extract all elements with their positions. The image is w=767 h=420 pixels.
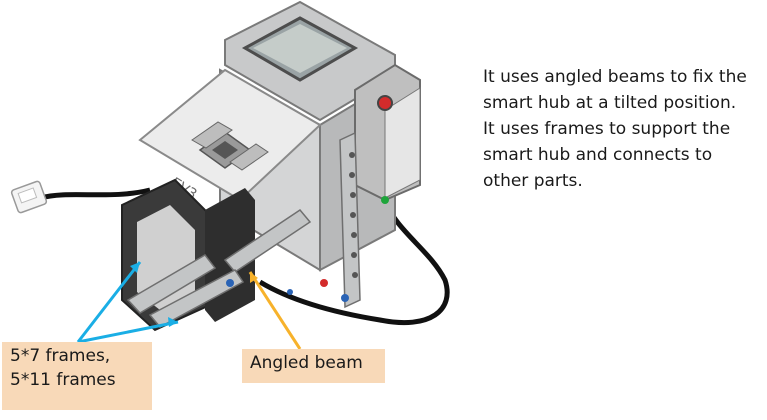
cable-left xyxy=(39,187,151,201)
angled-beam-callout-label: Angled beam xyxy=(250,353,363,373)
frames-callout-line: 5*7 frames, xyxy=(10,346,111,366)
description-text: It uses angled beams to fix the smart hu… xyxy=(483,64,765,194)
description-line: smart hub and connects to xyxy=(483,145,713,165)
angled-beam-arrow xyxy=(248,271,302,350)
angled-beam-callout: Angled beam xyxy=(242,349,385,383)
angled-beams xyxy=(126,131,361,328)
sensor-unit xyxy=(354,63,421,204)
cable-right xyxy=(258,199,450,326)
description-line: It uses frames to support the xyxy=(483,119,731,139)
frames-callout-line: 5*11 frames xyxy=(10,370,116,390)
description-line: other parts. xyxy=(483,171,583,191)
frames-arrows xyxy=(76,261,179,344)
frames-callout: 5*7 frames, 5*11 frames xyxy=(2,342,152,410)
description-line: It uses angled beams to fix the xyxy=(483,67,747,87)
hub-button-pad xyxy=(191,121,269,171)
description-line: smart hub at a tilted position. xyxy=(483,93,737,113)
rj-connector xyxy=(10,180,48,214)
